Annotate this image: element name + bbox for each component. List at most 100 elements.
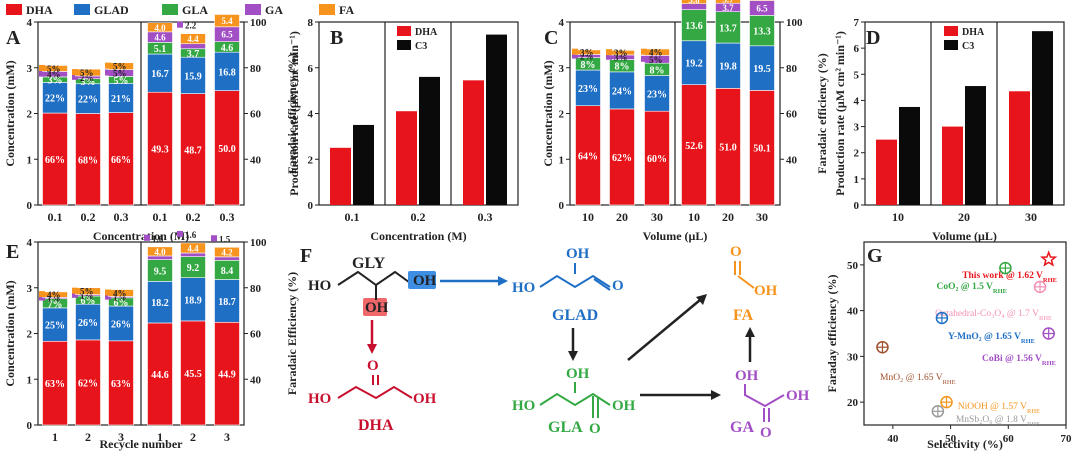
- y-tick-label: 3: [559, 63, 565, 75]
- y-tick-label: 0: [27, 420, 33, 432]
- scatter-point-label-subscript: RHE: [993, 288, 1007, 295]
- gla-label: GLA: [548, 419, 583, 436]
- right-top-label: 1.6: [152, 234, 164, 244]
- dha-backbone: [337, 385, 413, 400]
- x-tick-label: 20: [616, 210, 628, 224]
- y-axis-title: Faraday efficiency (%): [825, 275, 839, 393]
- y2-tick-label: 40: [250, 374, 262, 386]
- swatch-ga: [39, 70, 45, 77]
- left-bar-label: 22%: [78, 95, 98, 106]
- y-tick-label: 4: [854, 95, 860, 107]
- x-tick-label: 0.3: [478, 210, 493, 224]
- legend-swatch-dha: [6, 4, 22, 15]
- bar-c3: [486, 34, 507, 205]
- bar-c3: [419, 76, 440, 206]
- right-bar-label: 51.0: [719, 143, 737, 154]
- right-top-label: 1.5: [219, 234, 231, 244]
- left-bar-label: 68%: [78, 155, 98, 166]
- bar-c3: [353, 124, 374, 205]
- x-tick-label: 40: [887, 433, 899, 445]
- y2-tick-label: 100: [250, 237, 267, 249]
- right-bar-label: 19.8: [719, 62, 737, 73]
- x-axis-title: Concentration (M): [370, 229, 466, 243]
- y-tick-label: 30: [847, 351, 859, 363]
- dha-molecule: O HO OH DHA: [308, 358, 437, 434]
- scatter-point-label: Octahedral-Co₃O₄ @ 1.7 VRHE: [935, 309, 1052, 322]
- y-tick-label: 1: [27, 154, 33, 166]
- right-bar-fa: [180, 242, 206, 254]
- x-tick-label: 30: [756, 210, 768, 224]
- left-bar-label: 6%: [81, 296, 96, 307]
- y2-axis-title: Faradaic efficiency (%): [285, 53, 299, 174]
- right-bar-label: 4.6: [154, 33, 166, 43]
- left-bar-label: 26%: [111, 319, 131, 330]
- legend-label-gla: GLA: [182, 3, 208, 17]
- plot-frame: [864, 21, 1065, 206]
- scatter-point-label: Y-MnO₂ @ 1.65 VRHE: [948, 332, 1035, 345]
- y2-tick-label: 40: [250, 154, 262, 166]
- x-tick-label: 3: [118, 430, 124, 444]
- gly-oh-highlight-blue: [408, 271, 436, 289]
- left-bar-label: 3%: [614, 53, 628, 63]
- right-bar-dha: [749, 90, 775, 206]
- y2-tick-label: 80: [786, 63, 798, 75]
- left-bar-label: 23%: [578, 84, 598, 95]
- glad-double-bond: [593, 278, 611, 291]
- left-bar-label: 64%: [578, 151, 598, 162]
- scatter-point-label-subscript: RHE: [1039, 315, 1052, 322]
- swatch-ga: [72, 291, 78, 298]
- right-bar-label: 9.2: [187, 263, 200, 274]
- scatter-point-star: [1039, 250, 1058, 267]
- scatter-point-label-subscript: RHE: [1027, 408, 1040, 415]
- left-bar-label: 4%: [47, 290, 61, 300]
- right-bar-dha: [214, 90, 240, 206]
- right-bar-label: 18.2: [151, 298, 169, 309]
- right-bar-label: 5.4: [221, 16, 233, 26]
- x-axis-title: Volume (μL): [932, 229, 997, 243]
- legend-swatch-dha: [397, 26, 411, 36]
- left-bar-label: 6%: [114, 298, 129, 309]
- y-tick-label: 1: [559, 154, 565, 166]
- y-tick-label: 3: [27, 63, 33, 75]
- left-bar-label: 5%: [114, 76, 129, 87]
- left-bar-label: 5%: [113, 69, 127, 79]
- right-top-label: 1.6: [185, 230, 197, 240]
- fa-oh: OH: [754, 283, 778, 299]
- y2-axis-title: Faradaic Efficiency (%): [285, 272, 299, 395]
- left-bar-glad: [42, 82, 68, 114]
- right-bar-glad: [214, 51, 240, 91]
- scatter-point-label: This work @ 1.62 VRHE: [962, 271, 1057, 284]
- bar-c3: [1032, 31, 1053, 206]
- right-bar-fa: [180, 33, 206, 45]
- x-tick-label: 0.3: [220, 210, 235, 224]
- left-bar-dha: [42, 340, 68, 426]
- scatter-point-label-subscript: RHE: [1027, 421, 1040, 428]
- left-bar-label: 66%: [111, 155, 131, 166]
- legend-label-dha: DHA: [415, 27, 438, 38]
- right-bar-glad: [681, 40, 707, 85]
- right-bar-fa: [147, 246, 173, 257]
- legend-label-dha: DHA: [962, 27, 985, 38]
- y-tick-label: 0: [27, 200, 33, 212]
- left-bar-dha: [609, 108, 635, 206]
- swatch-ga: [606, 53, 612, 60]
- bar-dha: [396, 111, 417, 205]
- right-bar-label: 19.5: [753, 64, 771, 75]
- x-axis-title: Volume (μL): [643, 229, 708, 243]
- left-bar-label: 63%: [45, 379, 65, 390]
- y-tick-label: 6: [308, 63, 314, 75]
- x-axis-title: Recycle number: [100, 437, 184, 451]
- x-tick-label: 2: [190, 430, 196, 444]
- ga-oh-top: OH: [735, 368, 759, 384]
- left-bar-label: 8%: [581, 60, 596, 71]
- reaction-scheme: GLY HO OH OH OH O HO GLAD: [308, 244, 810, 441]
- right-bar-dha: [180, 320, 206, 426]
- y-tick-label: 4: [559, 17, 565, 29]
- right-bar-label: 4.3: [756, 0, 768, 1]
- swatch-ga: [144, 234, 150, 241]
- left-bar-label: 5%: [113, 62, 127, 72]
- swatch-ga: [105, 293, 111, 300]
